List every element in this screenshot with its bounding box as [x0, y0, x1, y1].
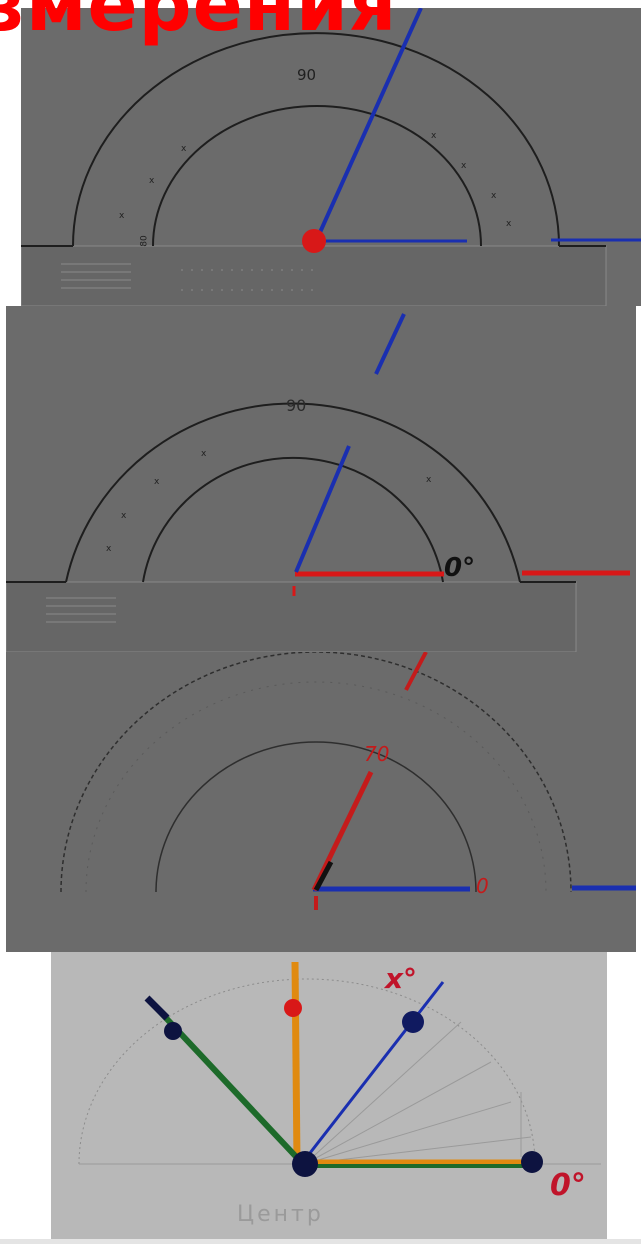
svg-text:x: x: [106, 544, 112, 554]
svg-text:x: x: [121, 511, 127, 521]
protractor-inner-arc: [142, 456, 444, 583]
protractor-angle-ray: [294, 445, 351, 573]
page-title: змерения: [0, 0, 398, 48]
angle-label-70: 70: [364, 742, 390, 766]
svg-text:x: x: [154, 477, 160, 487]
center-caption: Центр: [237, 1202, 324, 1227]
protractor-center-dot: [292, 1151, 318, 1177]
zero-degree-label: 0°: [444, 553, 476, 583]
protractor-inner-arc: [152, 105, 482, 247]
protractor-faint-rays: [304, 1021, 532, 1165]
protractor-outer-arc: [72, 32, 560, 247]
svg-text:x: x: [506, 219, 512, 229]
zero-label: 0: [476, 874, 489, 898]
ninety-degree-ray: [291, 961, 301, 1163]
protractor-ruler-ticks: [61, 263, 321, 291]
protractor-faint-arc: [78, 978, 536, 1165]
zero-degree-label: 0°: [550, 1168, 586, 1203]
x-ray-marker: [402, 1011, 424, 1033]
x-angle-ray: [301, 981, 445, 1163]
protractor-inner-arc: [155, 741, 477, 893]
scale-label-90: 90: [297, 66, 317, 84]
svg-text:x: x: [426, 475, 432, 485]
protractor-photo-panel-4: x° 0° Центр: [51, 952, 607, 1240]
svg-text:x: x: [491, 191, 497, 201]
protractor-diagram: [78, 961, 601, 1177]
protractor-ray-extension-top: [374, 313, 406, 375]
bottom-divider: [0, 1239, 641, 1244]
protractor-photo-panel-3: 70 0: [6, 652, 636, 952]
protractor-outer-arc: [65, 402, 521, 583]
svg-text:x: x: [431, 131, 437, 141]
obtuse-ray-marker: [164, 1022, 182, 1040]
protractor-diagram: [60, 652, 636, 910]
scale-label-80: 80: [139, 235, 150, 247]
protractor-outer-arc: [60, 652, 572, 893]
svg-text:x: x: [119, 211, 125, 221]
ninety-ray-marker: [284, 999, 302, 1017]
protractor-photo-panel-2: x x x x x 90 0°: [6, 306, 636, 652]
protractor-tick-numbers: x x x x x: [106, 449, 432, 554]
protractor-diagram: x x x x x: [6, 313, 630, 652]
svg-text:x: x: [149, 176, 155, 186]
svg-text:x: x: [461, 161, 467, 171]
protractor-center-dot: [302, 229, 326, 253]
protractor-ray-extension-top: [404, 652, 428, 691]
protractor-ruler-ticks: [46, 597, 116, 623]
svg-text:x: x: [201, 449, 207, 459]
protractor-photo-panel-1: x x x x x x x 90 80: [21, 8, 641, 306]
protractor-base: [21, 245, 607, 306]
protractor-diagram: x x x x x x x: [21, 8, 641, 306]
x-degree-label: x°: [385, 962, 418, 995]
protractor-tick-numbers: x x x x x x x: [119, 131, 512, 229]
scale-label-90: 90: [286, 396, 307, 415]
zero-ray-marker: [521, 1151, 543, 1173]
svg-text:x: x: [181, 144, 187, 154]
protractor-angle-ray: [311, 770, 374, 892]
protractor-angle-ray: [315, 8, 423, 240]
protractor-base: [6, 581, 577, 652]
